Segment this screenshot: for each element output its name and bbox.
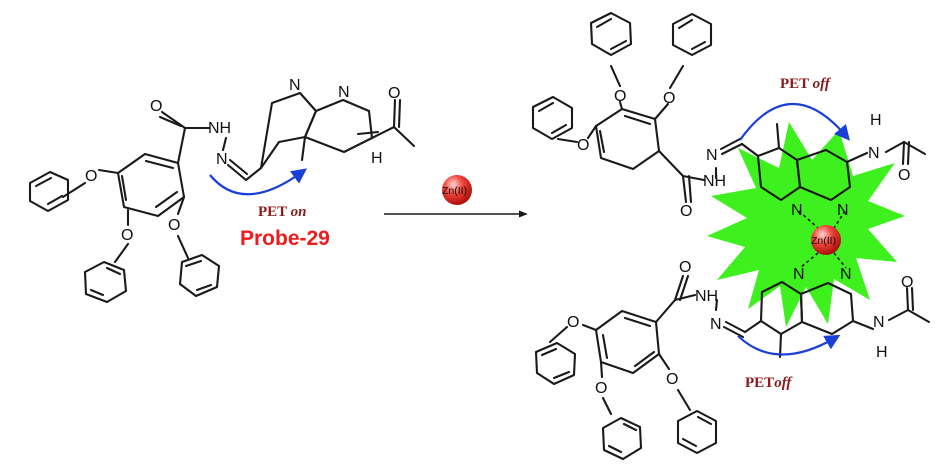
fluorescence-burst — [707, 122, 905, 327]
pet-on-label: PET on — [258, 204, 307, 220]
atom-label: O — [388, 85, 400, 102]
atom-label: O — [150, 98, 162, 115]
atom-label: O — [567, 314, 579, 331]
atom-label: O — [85, 168, 97, 185]
atom-label: H — [870, 112, 882, 129]
zn-complex-structure: O O O O NH N N N H — [531, 11, 931, 461]
atom-label: NH — [695, 288, 718, 305]
atom-label: NH — [703, 173, 726, 190]
zn-center-icon — [811, 225, 841, 255]
atom-label: O — [595, 380, 607, 397]
atom-label: N — [289, 77, 301, 94]
pet-off-bottom-arrow — [737, 334, 841, 356]
atom-label: O — [898, 167, 910, 184]
atom-label: N — [216, 151, 228, 168]
pet-on-arrow — [209, 168, 307, 196]
atom-label: N — [837, 202, 849, 219]
atom-label: O — [901, 274, 913, 291]
atom-label: H — [876, 344, 888, 361]
atom-label: O — [679, 259, 691, 276]
zn-center-label: Zn(II) — [811, 235, 836, 247]
atom-label: N — [793, 266, 805, 283]
pet-off-top-label: PET off — [780, 76, 832, 92]
atom-label: N — [840, 266, 852, 283]
pet-off-bottom-label: PEToff — [745, 375, 793, 391]
atom-label: N — [338, 84, 350, 101]
zn-reagent-label: Zn(II) — [442, 185, 467, 197]
atom-label: O — [663, 90, 675, 107]
pet-off-top-arrow — [739, 102, 850, 141]
atom-label: NH — [208, 120, 231, 137]
atom-label: N — [873, 314, 885, 331]
probe-name: Probe-29 — [240, 227, 330, 250]
atom-label: O — [666, 371, 678, 388]
probe-29-structure: O NH N O N N H O O O — [28, 77, 416, 304]
atom-label: O — [121, 227, 133, 244]
atom-label: O — [577, 137, 589, 154]
atom-label: H — [371, 150, 383, 167]
atom-label: O — [614, 88, 626, 105]
atom-label: N — [868, 145, 880, 162]
atom-label: O — [168, 217, 180, 234]
atom-label: N — [791, 202, 803, 219]
zn-ion-icon — [442, 175, 472, 205]
atom-label: N — [706, 147, 718, 164]
atom-label: O — [680, 203, 692, 220]
atom-label: N — [710, 316, 722, 333]
